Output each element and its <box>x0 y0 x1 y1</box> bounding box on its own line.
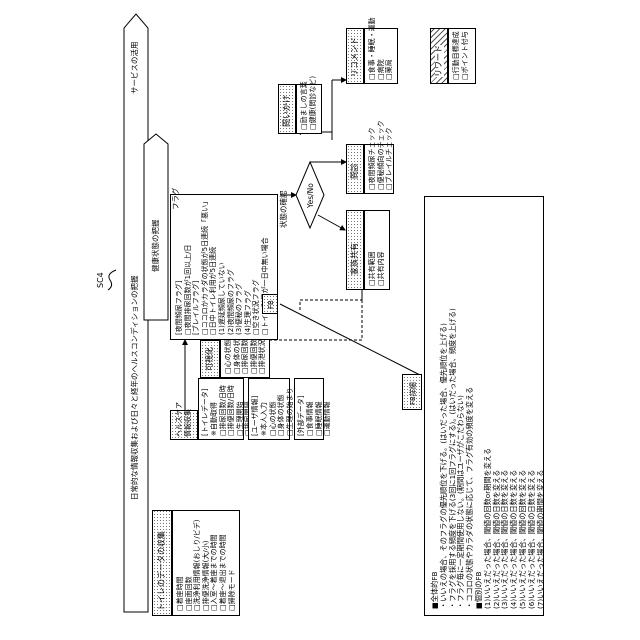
reward-list: □行動目標達成□ポイント付与 <box>448 28 476 84</box>
recommend-header: リコメンド <box>346 28 364 84</box>
exam-label: 問診 <box>351 163 360 179</box>
flag-box: [夜間頻尿フラグ]□夜間排尿回数が1回以上/日[ブレイルフラグ]□ココロかカラダ… <box>170 194 278 340</box>
toilet-data-item: □排便回数/日時 <box>227 385 236 436</box>
family-share-list: □共有範囲□共有内容 <box>364 210 390 290</box>
healthcare-toilet-data: [トイレデータ] ※自動取得□排尿回数/日時□排便回数/日時□生理開始□排尿間隔… <box>198 378 244 440</box>
exam-list: □夜間頻尿チェック□便秘傾向のチェック□ブレイルチェック <box>364 144 394 194</box>
flag-item: (3)便秘のフラグ <box>235 198 244 335</box>
reward-header: リワード <box>430 28 448 84</box>
user-info-item: □心の状態 <box>269 387 278 436</box>
inquiry-header: 問いかけ <box>278 84 296 134</box>
external-items: □食事情報□睡眠情報□運動情報 <box>306 401 332 436</box>
toilet-collect-item: □入室～着座までの時間 <box>210 520 219 611</box>
exam-item: □夜間頻尿チェック <box>368 120 377 190</box>
toilet-collect-item: □掃除モード <box>228 520 237 611</box>
external-title: [外部データ] <box>297 396 306 436</box>
band-top-label: 日常的な情報収集および日々と経年のヘルスコンディションの把握 <box>129 276 140 500</box>
fb-detail-box: FB詳細 <box>402 374 422 410</box>
toilet-collect-items: □着座時間□座面回数□洗浄利用情報(おしり/ビデ)□排便洗浄情報(大/小)□入室… <box>176 520 236 611</box>
external-item: □食事情報 <box>306 401 315 436</box>
visualization-header: 可視化 <box>200 340 220 378</box>
toilet-collect-item: □洗浄利用情報(おしり/ビデ) <box>193 520 202 611</box>
toilet-collect-item: □座面回数 <box>185 520 194 611</box>
toilet-data-title: [トイレデータ] <box>201 389 210 436</box>
inquiry-list: □励ましの言葉□健康(問診など) <box>296 84 322 134</box>
flag-item: (1)遅延頻尿していない <box>218 198 227 335</box>
exam-items: □夜間頻尿チェック□便秘傾向のチェック□ブレイルチェック <box>368 120 394 190</box>
band-right-label: サービスの活用 <box>129 42 140 95</box>
note-line: (7)いいえだった場合、閾値の期間を変える <box>537 308 546 609</box>
arrow-to-family <box>318 215 345 230</box>
recommend-item: □食事・睡眠・運動 <box>368 17 377 80</box>
note-line: ・ココロの状態やカラダの状態に応じて、フラグ有効の頻度を変える <box>466 308 475 609</box>
toilet-data-item: □排尿回数/日時 <box>219 385 228 436</box>
toilet-collect-item: □着座時間 <box>176 520 185 611</box>
healthcare-user-info: [ユーザ情報] ※本人入力□心の状態□身体の状態□生理の始まり□生理の終わり <box>248 378 290 440</box>
yes-no-label: Yes/No <box>306 183 315 208</box>
recommend-items: □食事・睡眠・運動□病院□薬局 <box>368 17 394 80</box>
flag-item: □日中トイレ利用が5日連続 <box>209 198 218 335</box>
exam-item: □ブレイルチェック <box>385 120 394 190</box>
status-check-wrap: 状態の確認 <box>272 194 292 228</box>
fb-dashed-loop-2 <box>300 300 362 310</box>
healthcare-external: [外部データ] □食事情報□睡眠情報□運動情報 <box>294 378 324 440</box>
flag-item: □トイレ利用が一日中無い場合 <box>261 198 270 335</box>
external-item: □睡眠情報 <box>315 401 324 436</box>
inquiry-label: 問いかけ <box>283 95 292 127</box>
family-share-header: 家族共有 <box>346 210 364 290</box>
reward-label: リワード <box>435 45 444 77</box>
figure-label: SC4 <box>96 272 105 288</box>
fb-label: FB <box>267 300 276 309</box>
recommend-item: □薬局 <box>385 17 394 80</box>
recommend-item: □病院 <box>377 17 386 80</box>
healthcare-header: ヘルスケア 情報収集 <box>170 410 198 440</box>
notes-items: ■全体的FB・いいえの場合、そのフラグの優先順位を下げる。(はいだった場合、優先… <box>431 308 545 609</box>
fb-box: FB <box>262 294 278 314</box>
family-share-item: □共有範囲 <box>368 251 377 286</box>
recommend-list: □食事・睡眠・運動□病院□薬局 <box>364 28 398 84</box>
family-share-item: □共有内容 <box>377 251 386 286</box>
toilet-collect-list: □着座時間□座面回数□洗浄利用情報(おしり/ビデ)□排便洗浄情報(大/小)□入室… <box>172 510 240 616</box>
flag-item: [ブレイルフラグ] <box>192 198 201 335</box>
reward-item: □行動目標達成 <box>452 31 461 80</box>
reward-items: □行動目標達成□ポイント付与 <box>452 31 469 80</box>
status-check-label: 状態の確認 <box>278 191 289 229</box>
healthcare-title: ヘルスケア 情報収集 <box>175 402 192 437</box>
family-share-items: □共有範囲□共有内容 <box>368 251 385 286</box>
toilet-collect-item: □着座～退出までの時間 <box>219 520 228 611</box>
visualization-label: 可視化 <box>206 347 215 371</box>
inquiry-item: □励ましの言葉 <box>300 76 309 130</box>
flag-item: (2)夜間頻尿のフラグ <box>227 198 236 335</box>
flag-item: □夜間排尿回数が1回以上/日 <box>184 198 193 335</box>
reward-item: □ポイント付与 <box>461 31 470 80</box>
user-info-item: □身体の状態 <box>277 387 286 436</box>
user-info-title: [ユーザ情報] <box>251 396 260 436</box>
toilet-collect-header: トイレのデータの収集 <box>152 510 172 616</box>
fb-detail-label: FB詳細 <box>409 382 418 405</box>
toilet-collect-title: トイレのデータの収集 <box>158 531 167 611</box>
inquiry-items: □励ましの言葉□健康(問診など) <box>300 76 317 130</box>
flag-item: □空き状況フラグ <box>252 198 261 335</box>
band-middle-label: 健康状態の把握 <box>150 220 161 273</box>
recommend-label: リコメンド <box>351 37 360 77</box>
notes-box: ■全体的FB・いいえの場合、そのフラグの優先順位を下げる。(はいだった場合、優先… <box>424 196 544 616</box>
exam-item: □便秘傾向のチェック <box>377 120 386 190</box>
flag-label: フラグ <box>170 188 181 211</box>
inquiry-item: □健康(問診など) <box>309 76 318 130</box>
external-item: □運動情報 <box>323 401 332 436</box>
band-right-wrap: サービスの活用 <box>124 18 148 108</box>
label-leader <box>108 270 116 290</box>
toilet-data-item: ※自動取得 <box>210 385 219 436</box>
user-info-item: ※本人入力 <box>260 387 269 436</box>
family-share-label: 家族共有 <box>351 243 360 275</box>
flag-item: [夜間頻尿フラグ] <box>175 198 184 335</box>
flag-items: [夜間頻尿フラグ]□夜間排尿回数が1回以上/日[ブレイルフラグ]□ココロかカラダ… <box>175 198 270 335</box>
exam-header: 問診 <box>346 144 364 194</box>
inquiry-spacer <box>278 54 296 84</box>
